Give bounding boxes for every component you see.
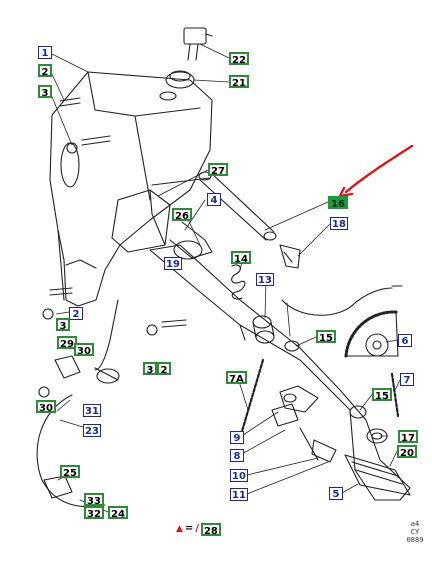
callout-3-mid: 3 <box>143 362 157 376</box>
callout-8: 8 <box>230 449 244 462</box>
callout-2-mid: 2 <box>157 362 171 376</box>
callout-14: 14 <box>231 251 251 265</box>
callout-20: 20 <box>397 445 417 459</box>
self-adjust-quadrant <box>344 310 399 358</box>
callout-15-lower: 15 <box>372 388 392 402</box>
callout-23: 23 <box>83 424 101 437</box>
washer <box>349 405 388 444</box>
red-slash-icon: / <box>195 523 199 534</box>
bolt-upper <box>59 97 111 154</box>
spring-7a <box>238 358 265 440</box>
pedal-pad <box>344 454 411 496</box>
callout-16-highlighted: 16 <box>328 196 348 210</box>
callout-26: 26 <box>172 208 192 222</box>
pedal-box-bracket <box>49 71 213 307</box>
callout-10: 10 <box>230 469 248 482</box>
callout-3-lower: 3 <box>56 318 70 332</box>
callout-31: 31 <box>83 404 101 417</box>
bolt-lower <box>42 287 187 336</box>
switch-connector <box>183 27 213 61</box>
callout-18: 18 <box>330 217 348 230</box>
callout-33: 33 <box>84 493 104 507</box>
callout-22: 22 <box>229 52 249 66</box>
callout-7: 7 <box>400 373 414 386</box>
callout-30-top: 30 <box>74 343 94 357</box>
stamp-line-2: CY <box>410 528 420 536</box>
legend: ▲ = / 28 <box>176 522 221 537</box>
callout-3: 3 <box>38 85 52 99</box>
stamp-line-1: a4 <box>410 520 420 528</box>
callout-29: 29 <box>57 336 77 350</box>
callout-13: 13 <box>256 273 274 286</box>
callout-2: 2 <box>38 64 52 78</box>
callout-17: 17 <box>398 430 418 444</box>
callout-24: 24 <box>108 506 128 520</box>
legend-number: 28 <box>200 522 221 537</box>
callout-4: 4 <box>207 193 221 206</box>
clutch-cable <box>281 285 403 316</box>
callout-9: 9 <box>230 431 244 444</box>
callout-2-lower: 2 <box>69 307 83 320</box>
callout-21: 21 <box>229 75 249 89</box>
spring-7 <box>390 372 400 418</box>
callout-11: 11 <box>230 488 248 501</box>
retaining-clip <box>279 244 301 269</box>
callout-6: 6 <box>398 334 412 347</box>
red-triangle-icon: ▲ <box>176 524 183 534</box>
leader-lines <box>49 43 401 513</box>
callout-25: 25 <box>60 465 80 479</box>
callout-27: 27 <box>208 163 228 177</box>
pivot-shaft <box>198 171 277 241</box>
callout-19: 19 <box>164 257 182 270</box>
callout-1: 1 <box>38 46 52 59</box>
callout-15: 15 <box>316 330 336 344</box>
drawing-stamp: a4 CY 0889 <box>404 520 426 544</box>
red-arrow-icon <box>338 144 414 198</box>
callout-5: 5 <box>329 487 343 500</box>
callout-30-left: 30 <box>36 400 56 414</box>
legend-equals: = <box>184 523 194 534</box>
callout-7a: 7A <box>226 371 247 385</box>
pawl-assembly <box>271 385 337 463</box>
callout-32: 32 <box>84 506 104 520</box>
clutch-pedal-arm <box>149 221 411 501</box>
stamp-line-3: 0889 <box>406 536 424 544</box>
spacer-bush <box>252 315 300 352</box>
